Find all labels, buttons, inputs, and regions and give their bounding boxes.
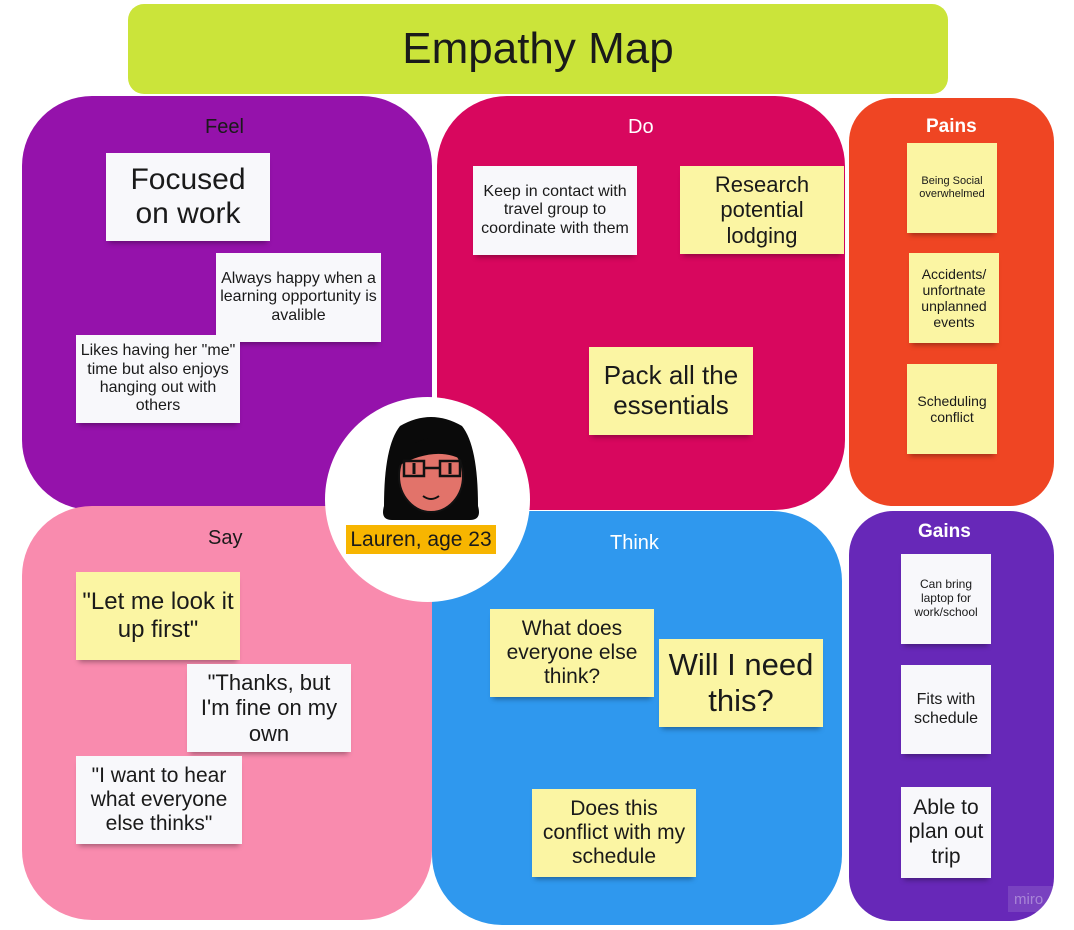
feel-note-me-time[interactable]: Likes having her "me" time but also enjo… — [76, 335, 240, 423]
think-label: Think — [610, 532, 659, 554]
think-note-schedule[interactable]: Does this conflict with my schedule — [532, 789, 696, 877]
pains-note-accidents[interactable]: Accidents/ unfortnate unplanned events — [909, 253, 999, 343]
gains-note-laptop[interactable]: Can bring laptop for work/school — [901, 554, 991, 644]
think-note-need[interactable]: Will I need this? — [659, 639, 823, 727]
page-title: Empathy Map — [402, 24, 674, 73]
gains-note-plan[interactable]: Able to plan out trip — [901, 787, 991, 878]
watermark-logo: miro — [1008, 886, 1054, 912]
do-note-contact[interactable]: Keep in contact with travel group to coo… — [473, 166, 637, 255]
gains-label: Gains — [918, 521, 971, 542]
persona-avatar-icon — [383, 417, 479, 520]
do-note-pack[interactable]: Pack all the essentials — [589, 347, 753, 435]
do-note-lodging[interactable]: Research potential lodging — [680, 166, 844, 254]
pains-note-social[interactable]: Being Social overwhelmed — [907, 143, 997, 233]
do-label: Do — [628, 116, 654, 138]
feel-label: Feel — [205, 116, 244, 138]
persona-name-tag: Lauren, age 23 — [346, 525, 496, 554]
pains-note-scheduling[interactable]: Scheduling conflict — [907, 364, 997, 454]
feel-note-focused[interactable]: Focused on work — [106, 153, 270, 241]
gains-note-fits[interactable]: Fits with schedule — [901, 665, 991, 754]
pains-label: Pains — [926, 116, 977, 137]
say-note-look-up[interactable]: "Let me look it up first" — [76, 572, 240, 660]
title-banner: Empathy Map — [128, 4, 948, 94]
feel-note-learning[interactable]: Always happy when a learning opportunity… — [216, 253, 381, 342]
think-note-others[interactable]: What does everyone else think? — [490, 609, 654, 697]
say-note-hear[interactable]: "I want to hear what everyone else think… — [76, 756, 242, 844]
say-note-fine[interactable]: "Thanks, but I'm fine on my own — [187, 664, 351, 752]
say-label: Say — [208, 527, 243, 549]
